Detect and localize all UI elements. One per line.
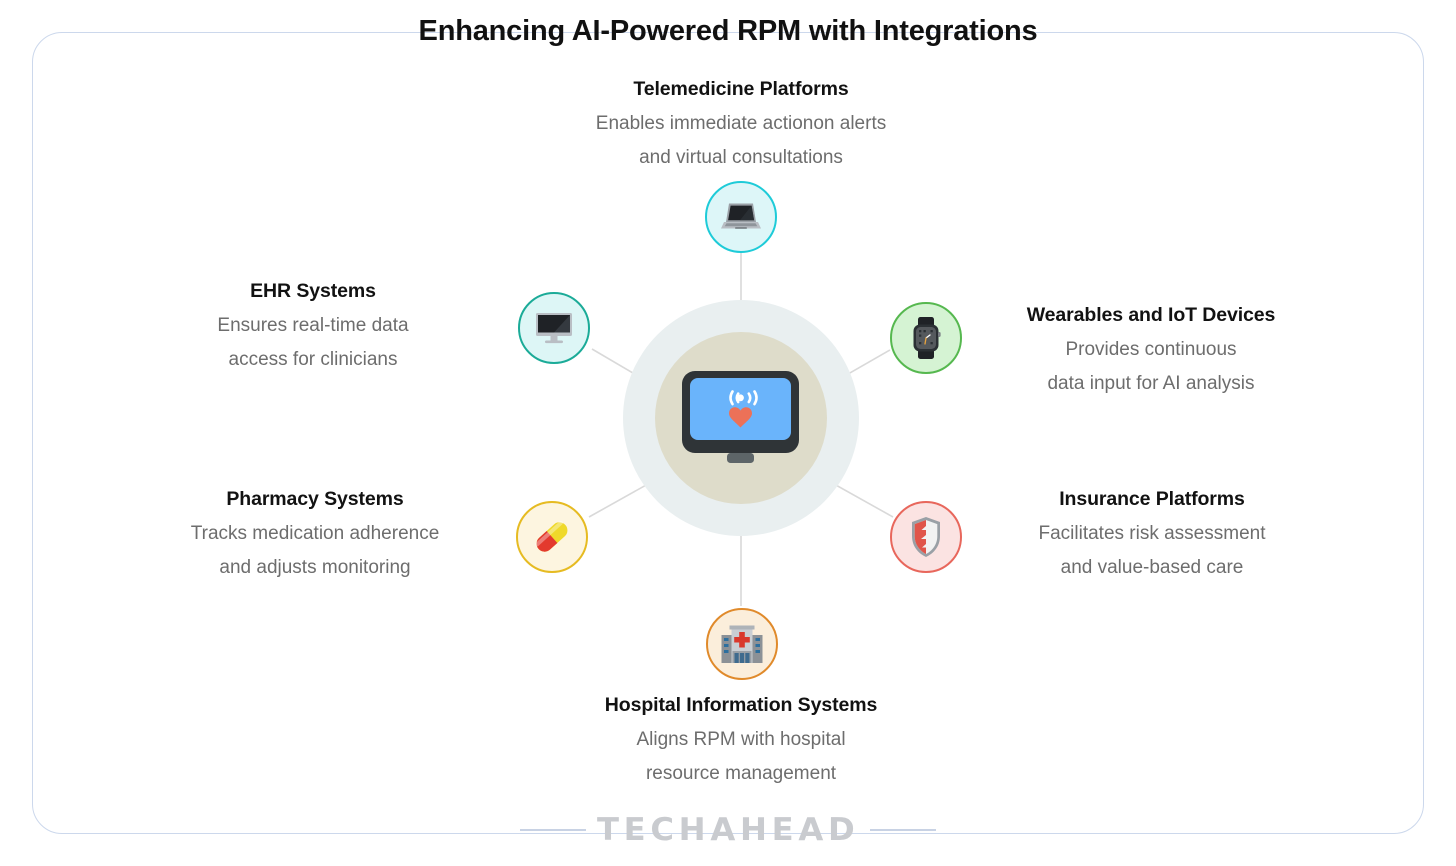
shield-icon [910, 516, 942, 558]
label-desc-hospital: Aligns RPM with hospital resource manage… [636, 729, 846, 784]
label-ehr: EHR Systems Ensures real-time data acces… [73, 278, 553, 377]
desktop-monitor-icon [534, 311, 574, 345]
brand-footer: TECHAHEAD [0, 812, 1456, 848]
label-title-insurance: Insurance Platforms [1059, 488, 1245, 510]
label-desc-ehr: Ensures real-time data access for clinic… [217, 315, 409, 370]
label-telemedicine: Telemedicine Platforms Enables immediate… [491, 76, 991, 175]
node-hospital[interactable] [706, 608, 778, 680]
brand-rule-right [870, 829, 937, 831]
label-desc-pharmacy: Tracks medication adherence and adjusts … [190, 523, 440, 578]
smartwatch-icon [909, 316, 943, 360]
node-ehr[interactable] [518, 292, 590, 364]
hub-monitor-vitals-icon [680, 369, 801, 467]
node-insurance[interactable] [890, 501, 962, 573]
label-title-hospital: Hospital Information Systems [604, 694, 878, 716]
node-telemedicine[interactable] [705, 181, 777, 253]
node-wearables[interactable] [890, 302, 962, 374]
node-pharmacy[interactable] [516, 501, 588, 573]
label-insurance: Insurance Platforms Facilitates risk ass… [911, 486, 1393, 585]
brand-rule-left [519, 829, 586, 831]
label-wearables: Wearables and IoT Devices Provides conti… [910, 302, 1392, 401]
brand-wordmark: TECHAHEAD [596, 812, 860, 848]
label-desc-insurance: Facilitates risk assessment and value-ba… [1038, 523, 1266, 578]
card-frame [32, 32, 1424, 834]
hospital-building-icon [720, 624, 764, 664]
label-desc-telemedicine: Enables immediate actionon alerts and vi… [595, 113, 887, 168]
label-desc-wearables: Provides continuous data input for AI an… [1047, 339, 1255, 394]
label-title-pharmacy: Pharmacy Systems [226, 488, 404, 510]
label-title-ehr: EHR Systems [250, 280, 376, 302]
label-title-wearables: Wearables and IoT Devices [1026, 304, 1276, 326]
laptop-icon [720, 200, 762, 234]
page-title: Enhancing AI-Powered RPM with Integratio… [418, 15, 1038, 47]
pill-capsule-icon [530, 515, 574, 559]
label-pharmacy: Pharmacy Systems Tracks medication adher… [75, 486, 555, 585]
label-title-telemedicine: Telemedicine Platforms [633, 78, 849, 100]
label-hospital: Hospital Information Systems Aligns RPM … [491, 692, 991, 791]
